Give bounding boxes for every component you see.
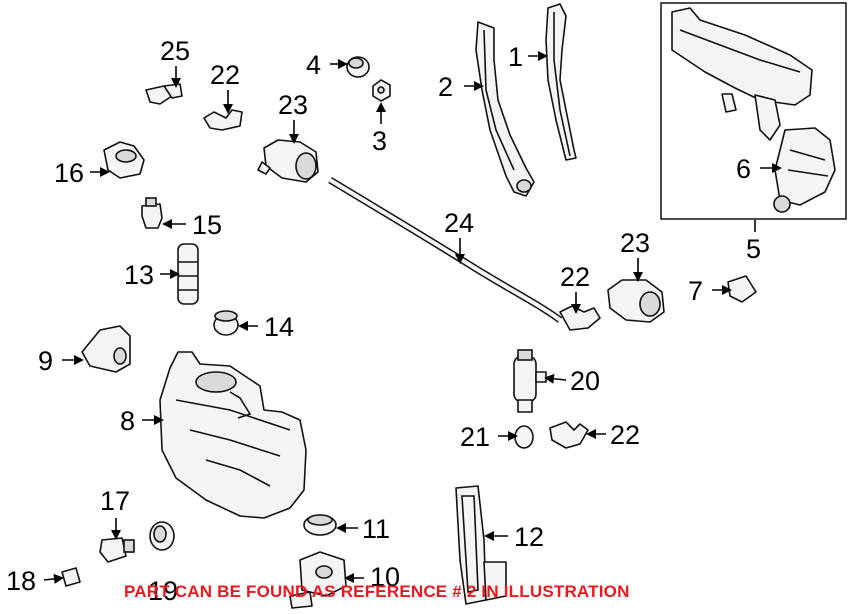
- wiper-blade: [545, 3, 577, 161]
- reservoir-bracket-9: [81, 325, 131, 373]
- callout-14: 14: [264, 312, 294, 342]
- callout-19: 19: [148, 576, 178, 606]
- washer-hose-24: [328, 176, 563, 323]
- grommet-19: [149, 521, 175, 551]
- callout-11: 11: [362, 514, 390, 544]
- callout-22-middle: 22: [560, 262, 590, 292]
- leader-20: [544, 373, 567, 384]
- leader-18: [43, 573, 64, 584]
- callout-labels: 1 2 3 4 5 6 7 8 9 10 11 12 13 14 15 16 1…: [6, 36, 761, 606]
- callout-23-right: 23: [620, 228, 650, 258]
- filler-neck-12: [455, 485, 507, 605]
- callout-22-top: 22: [210, 60, 240, 90]
- wiper-arm: [475, 21, 535, 197]
- arm-cap: [346, 56, 370, 78]
- callout-7: 7: [688, 276, 703, 306]
- callout-18: 18: [6, 566, 36, 596]
- callout-2: 2: [438, 72, 453, 102]
- callout-12: 12: [514, 522, 544, 552]
- callout-23-top: 23: [278, 90, 308, 120]
- callout-25: 25: [160, 36, 190, 66]
- level-sensor-15: [141, 197, 163, 229]
- callout-21: 21: [460, 422, 490, 452]
- wiper-linkage-inset-box: [660, 2, 847, 220]
- callout-3: 3: [372, 126, 387, 156]
- washer-pump-20: [513, 349, 547, 413]
- clip-18: [61, 567, 81, 587]
- callout-9: 9: [38, 346, 53, 376]
- elbow-connector-top: [203, 109, 243, 131]
- elbow-connector-middle: [559, 305, 601, 331]
- hose-connector-25: [145, 83, 183, 105]
- callout-5: 5: [746, 234, 761, 264]
- pump-seal-21: [514, 425, 534, 449]
- leader-lines: [43, 51, 782, 584]
- clip-7: [727, 275, 757, 303]
- callout-6: 6: [736, 154, 751, 184]
- callout-24: 24: [444, 208, 474, 238]
- sensor-connector-13: [177, 243, 199, 305]
- reservoir-cap-16: [103, 141, 145, 179]
- callout-10: 10: [370, 562, 400, 592]
- washer-nozzle-left: [257, 139, 319, 183]
- washer-reservoir-8: [159, 351, 307, 519]
- callout-17: 17: [100, 486, 130, 516]
- callout-8: 8: [120, 406, 135, 436]
- reference-note: PART CAN BE FOUND AS REFERENCE # 2 IN IL…: [124, 582, 630, 601]
- callout-13: 13: [124, 260, 154, 290]
- callout-4: 4: [306, 50, 321, 80]
- grommet-11: [303, 514, 337, 536]
- callout-16: 16: [54, 158, 84, 188]
- callout-15: 15: [192, 210, 222, 240]
- callout-20: 20: [570, 366, 600, 396]
- arm-nut: [372, 79, 391, 102]
- elbow-connector-bottom: [549, 421, 589, 449]
- grommet-14: [213, 310, 239, 336]
- callout-22-bottom: 22: [610, 420, 640, 450]
- connector-17: [99, 537, 135, 563]
- callout-1: 1: [508, 42, 523, 72]
- bracket-10: [289, 551, 347, 609]
- washer-nozzle-right: [607, 279, 665, 323]
